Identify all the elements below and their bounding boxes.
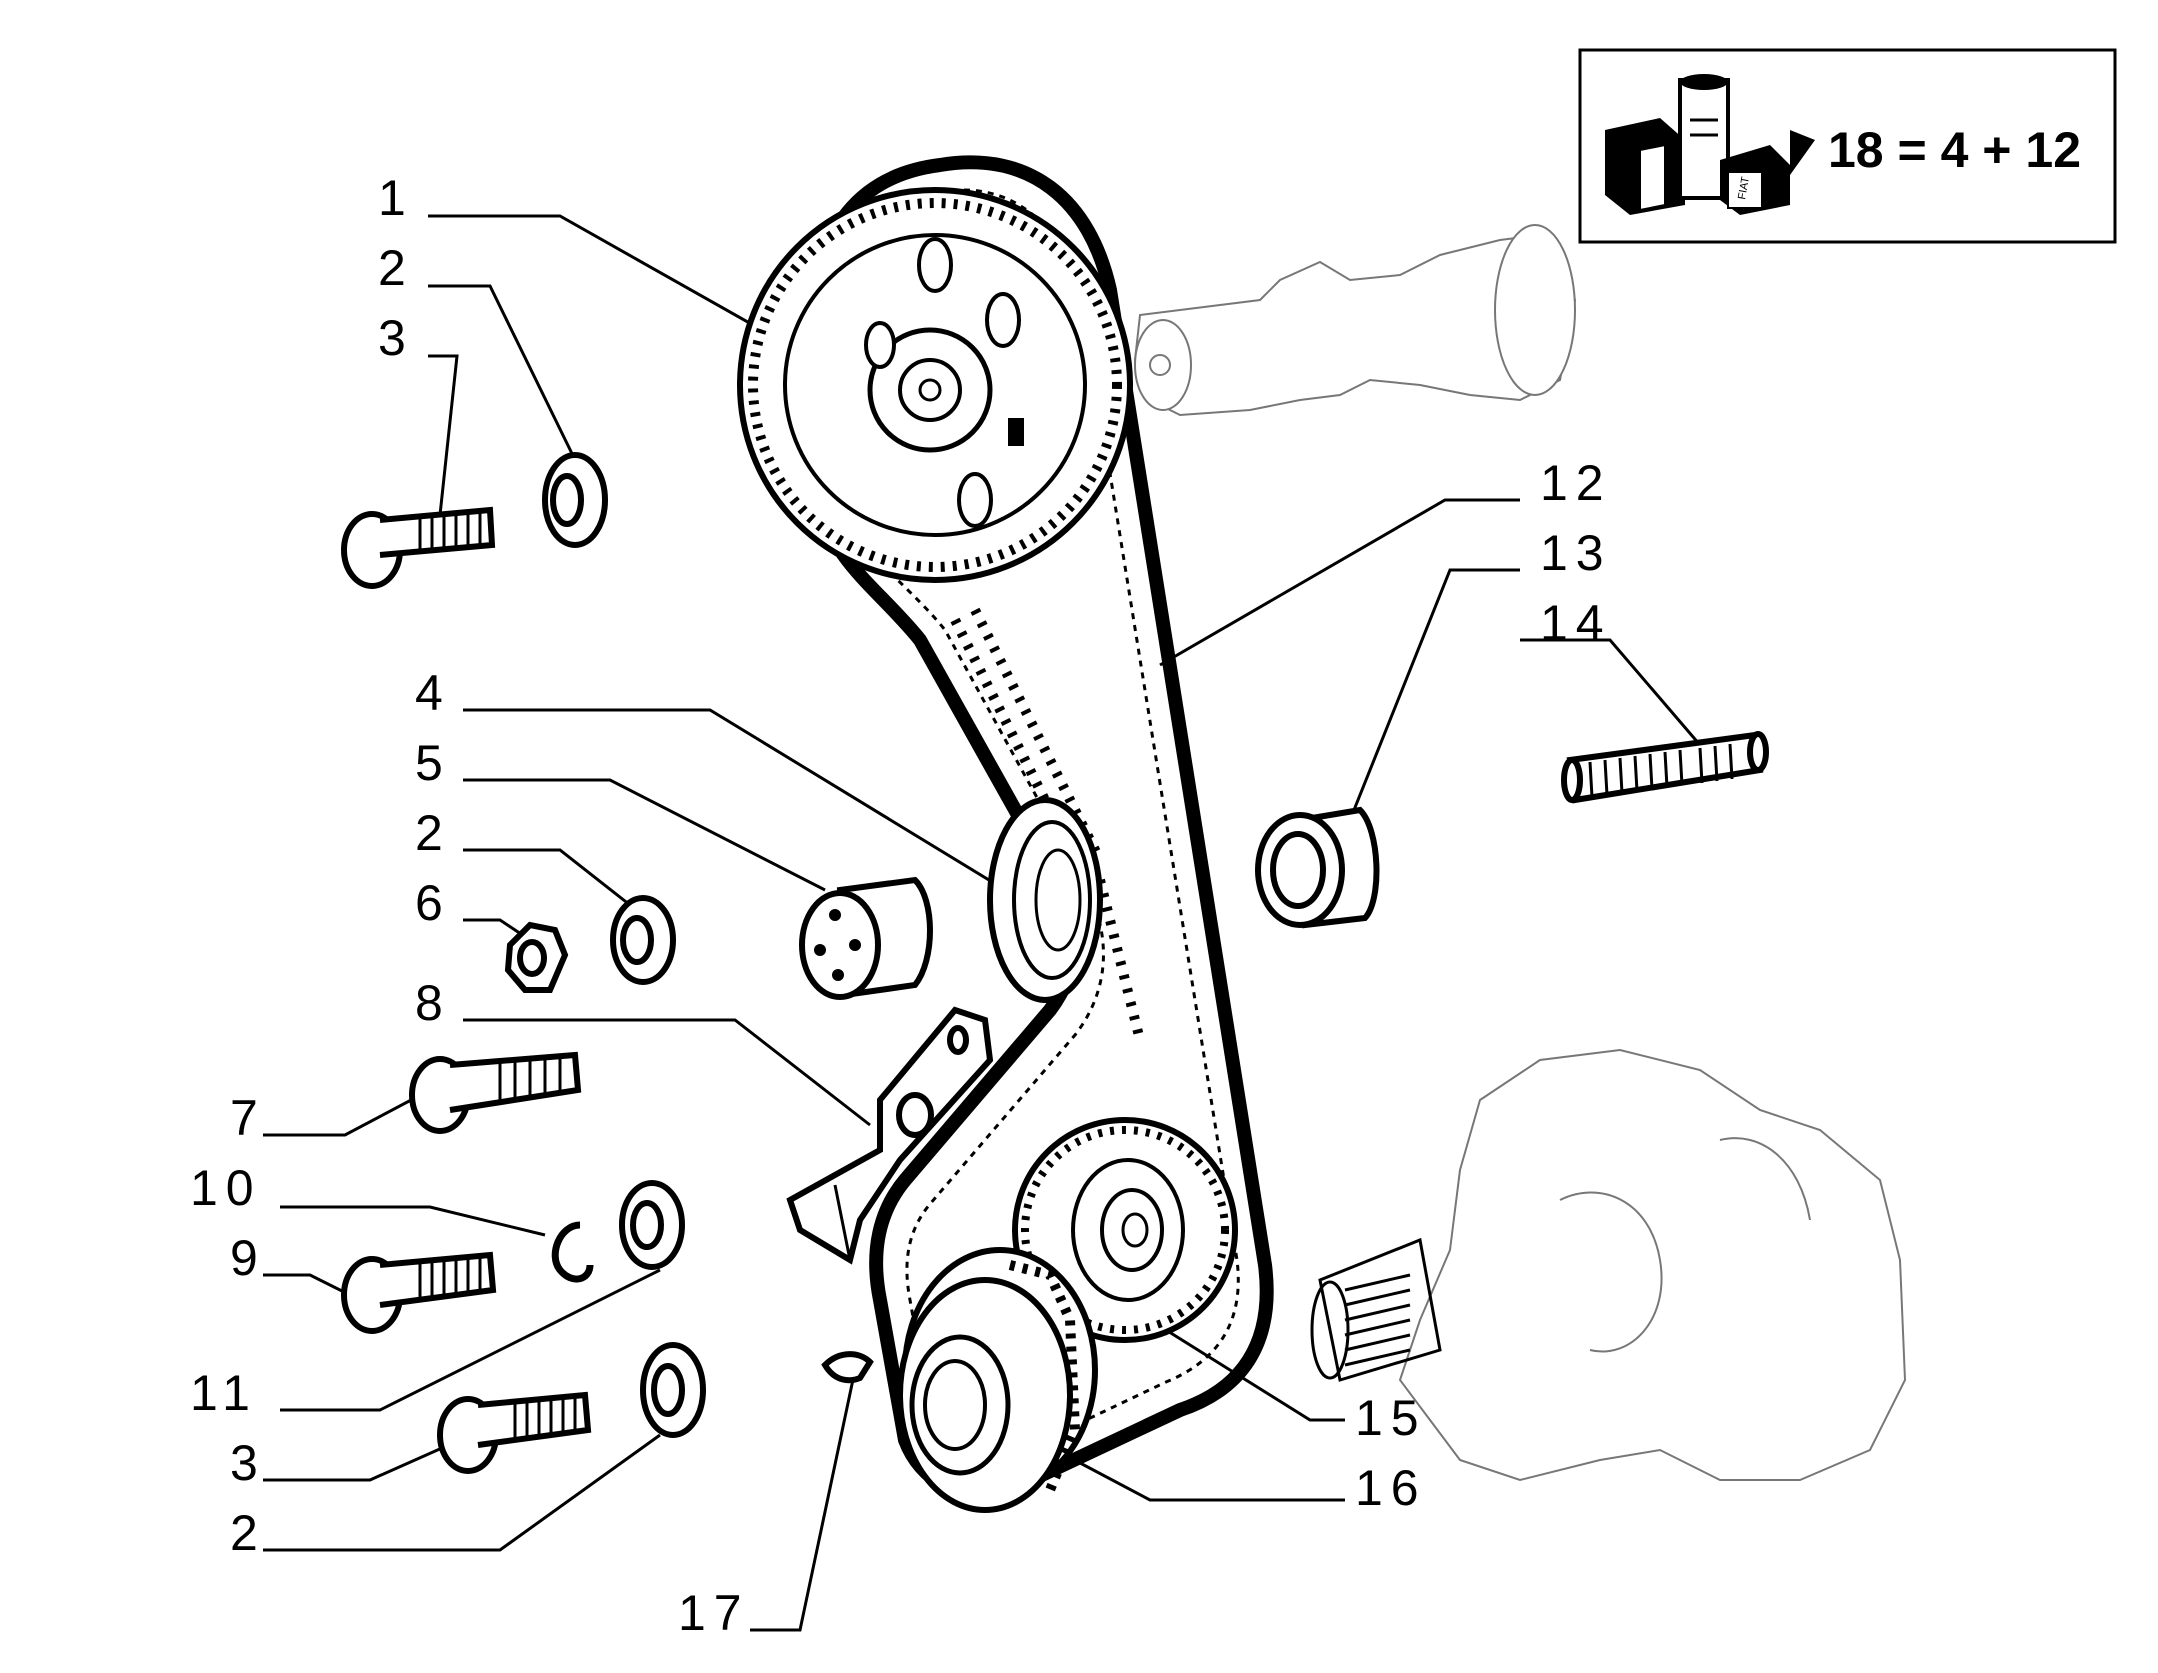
bushing — [799, 876, 933, 1000]
callout-label: 2 — [415, 805, 451, 861]
bolt-9 — [341, 1251, 497, 1334]
tensioner-bearing — [987, 797, 1103, 1003]
callout-label: 11 — [190, 1365, 258, 1421]
crankshaft-pulley — [897, 1247, 1098, 1513]
washer-2-top — [542, 452, 608, 548]
callout-label: 12 — [1540, 455, 1612, 511]
roller-spacer — [1255, 806, 1380, 929]
circlip — [551, 1221, 594, 1283]
callout-label: 3 — [378, 310, 414, 366]
callout-label: 13 — [1540, 525, 1612, 581]
woodruff-key — [821, 1351, 874, 1384]
washer-2-middle — [610, 895, 676, 985]
kit-logo-text: FIAT — [1736, 175, 1752, 200]
washer-2-bottom — [640, 1342, 706, 1438]
callout-label: 1 — [378, 170, 414, 226]
callout-label: 17 — [678, 1585, 750, 1641]
bolt-3-top — [341, 506, 496, 589]
callout-label: 9 — [230, 1230, 266, 1286]
callout-label: 2 — [378, 240, 414, 296]
callout-label: 10 — [190, 1160, 262, 1216]
kit-formula: 18 = 4 + 12 — [1828, 122, 2081, 178]
tensioner-bracket — [786, 1006, 994, 1265]
washer-11 — [619, 1180, 685, 1270]
leader-lines — [263, 214, 1702, 1632]
callout-label: 3 — [230, 1435, 266, 1491]
crankshaft-illustration — [1310, 1048, 1907, 1482]
bolt-3-bottom — [437, 1391, 592, 1474]
camshaft-pulley — [737, 187, 1133, 583]
callout-label: 7 — [230, 1090, 266, 1146]
callout-labels: 1 2 3 4 5 2 6 8 7 10 9 11 3 2 17 12 13 1… — [190, 170, 1612, 1641]
callout-label: 8 — [415, 975, 451, 1031]
bolt-7 — [409, 1051, 582, 1134]
callout-label: 14 — [1540, 595, 1612, 651]
callout-label: 16 — [1355, 1460, 1427, 1516]
callout-label: 4 — [415, 665, 451, 721]
kit-box: FIAT 18 = 4 + 12 — [1578, 48, 2117, 244]
spare-parts-kit-icon: FIAT — [1605, 74, 1815, 215]
callout-label: 6 — [415, 875, 451, 931]
threaded-stud — [1561, 731, 1769, 804]
callout-label: 15 — [1355, 1390, 1427, 1446]
camshaft-illustration — [1133, 224, 1577, 417]
callout-label: 2 — [230, 1505, 266, 1561]
hex-nut — [504, 921, 569, 993]
callout-label: 5 — [415, 735, 451, 791]
